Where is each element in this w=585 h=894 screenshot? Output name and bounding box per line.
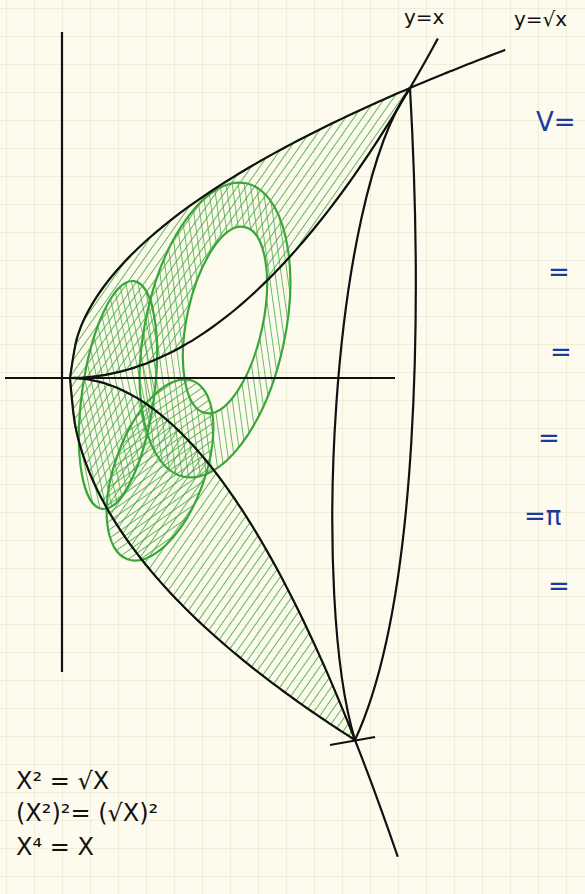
handwritten-label: =π xyxy=(524,502,561,532)
parabola-curve xyxy=(70,38,438,378)
y-axis xyxy=(61,32,63,672)
handwritten-label: X² = √X xyxy=(16,768,109,796)
solid-edge-right xyxy=(355,88,416,740)
handwritten-label: (X²)²= (√X)² xyxy=(16,800,158,828)
root-curve xyxy=(70,50,505,378)
handwritten-label: = xyxy=(548,258,570,288)
handwritten-label: y=√x xyxy=(514,8,567,31)
solid-edge-left xyxy=(332,88,410,740)
tick-mark xyxy=(330,737,375,745)
x-axis xyxy=(5,377,395,379)
root-curve-mirror xyxy=(70,378,355,740)
handwritten-label: y=x xyxy=(404,6,444,29)
handwritten-label: V= xyxy=(536,108,576,138)
parabola-curve-mirror xyxy=(70,378,398,857)
handwritten-label: = xyxy=(548,572,570,602)
handwritten-label: = xyxy=(550,338,572,368)
handwritten-label: X⁴ = X xyxy=(16,834,94,862)
handwritten-label: = xyxy=(538,424,560,454)
